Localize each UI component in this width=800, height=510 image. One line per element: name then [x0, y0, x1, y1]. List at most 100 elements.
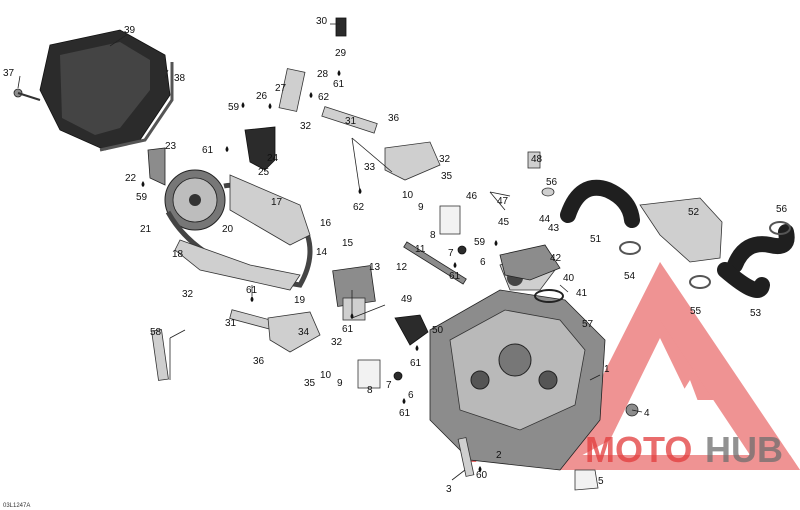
callout-58: 58	[150, 327, 162, 338]
callout-50: 50	[432, 325, 444, 336]
callout-7-a: 7	[448, 248, 454, 259]
callout-32-b: 32	[439, 154, 451, 165]
oil-drop-icon	[402, 398, 406, 404]
callout-59-b: 59	[136, 192, 148, 203]
callout-33: 33	[364, 162, 376, 173]
callout-10-a: 10	[402, 190, 414, 201]
callout-59-a: 59	[228, 102, 240, 113]
callout-20: 20	[222, 224, 234, 235]
callout-16: 16	[320, 218, 332, 229]
callout-24: 24	[267, 153, 279, 164]
callout-18: 18	[172, 249, 184, 260]
callout-25: 25	[258, 167, 270, 178]
callout-8-b: 8	[367, 385, 373, 396]
callout-37: 37	[3, 68, 15, 79]
callout-62-b: 62	[353, 202, 365, 213]
callout-56-a: 56	[546, 177, 558, 188]
callout-44: 44	[539, 214, 551, 225]
oil-drop-icon	[241, 102, 245, 108]
callout-55: 55	[690, 306, 702, 317]
callout-19: 19	[294, 295, 306, 306]
callout-47: 47	[497, 196, 509, 207]
callout-labels: 39 38 37 30 29 28 61 27 26 62 59 31 32 3…	[3, 16, 788, 495]
callout-45: 45	[498, 217, 510, 228]
oil-drop-icon	[478, 466, 482, 472]
callout-56-b: 56	[776, 204, 788, 215]
oil-drop-icon	[453, 262, 457, 268]
oil-drop-icon	[350, 313, 354, 319]
callout-35-b: 35	[304, 378, 316, 389]
cylinder-head	[429, 254, 639, 491]
watermark-text-hub: HUB	[705, 429, 783, 470]
callout-2: 2	[496, 450, 502, 461]
oil-drop-icon	[494, 240, 498, 246]
callout-3: 3	[446, 484, 452, 495]
callout-11: 11	[415, 244, 426, 255]
callout-40: 40	[563, 273, 575, 284]
watermark-text-moto: MOTO	[585, 429, 692, 470]
callout-8-a: 8	[430, 230, 436, 241]
callout-22: 22	[125, 173, 137, 184]
callout-14: 14	[316, 247, 328, 258]
oil-drop-icon	[141, 181, 145, 187]
callout-38: 38	[174, 73, 186, 84]
oil-drop-icon	[337, 70, 341, 76]
callout-54: 54	[624, 271, 636, 282]
callout-1: 1	[604, 364, 610, 375]
valve-springs	[357, 205, 467, 389]
callout-36-a: 36	[388, 113, 400, 124]
oil-drop-icon	[358, 188, 362, 194]
callout-6-b: 6	[408, 390, 414, 401]
callout-59-c: 59	[474, 237, 486, 248]
callout-60: 60	[476, 470, 488, 481]
callout-29: 29	[335, 48, 347, 59]
callout-32-a: 32	[300, 121, 312, 132]
oil-drop-icon	[415, 345, 419, 351]
callout-46: 46	[466, 191, 478, 202]
callout-61-d: 61	[246, 285, 258, 296]
oil-drop-icon	[268, 103, 272, 109]
callout-9-b: 9	[337, 378, 343, 389]
leader-lines	[17, 23, 643, 481]
callout-5: 5	[598, 476, 604, 487]
callout-27: 27	[275, 83, 287, 94]
callout-4: 4	[644, 408, 650, 419]
callout-13: 13	[369, 262, 381, 273]
callout-61-b: 61	[202, 145, 214, 156]
callout-17: 17	[271, 197, 283, 208]
callout-61-a: 61	[333, 79, 345, 90]
callout-31-b: 31	[225, 318, 237, 329]
callout-53: 53	[750, 308, 762, 319]
callout-12: 12	[396, 262, 408, 273]
callout-62-a: 62	[318, 92, 330, 103]
callout-52: 52	[688, 207, 700, 218]
oil-drop-icon	[250, 296, 254, 302]
callout-39: 39	[124, 25, 136, 36]
callout-51: 51	[590, 234, 602, 245]
callout-9-a: 9	[418, 202, 424, 213]
callout-49: 49	[401, 294, 413, 305]
oil-drop-icon	[225, 146, 229, 152]
reference-code: 03L1247A	[3, 503, 30, 509]
valve-cover-assembly	[13, 29, 174, 152]
callout-26: 26	[256, 91, 268, 102]
callout-61-e: 61	[342, 324, 354, 335]
callout-32-c: 32	[182, 289, 194, 300]
callout-28: 28	[317, 69, 329, 80]
callout-32-d: 32	[331, 337, 343, 348]
callout-34: 34	[298, 327, 310, 338]
callout-35-a: 35	[441, 171, 453, 182]
callout-21: 21	[140, 224, 152, 235]
timing-chain-assembly	[147, 147, 313, 291]
coolant-hoses	[499, 151, 795, 298]
callout-43: 43	[548, 223, 560, 234]
callout-6-a: 6	[480, 257, 486, 268]
callout-48: 48	[531, 154, 543, 165]
oil-drop-icons	[141, 70, 498, 472]
callout-57: 57	[582, 319, 594, 330]
callout-7-b: 7	[386, 380, 392, 391]
oil-drop-icon	[309, 92, 313, 98]
camshaft-assembly	[151, 17, 467, 381]
